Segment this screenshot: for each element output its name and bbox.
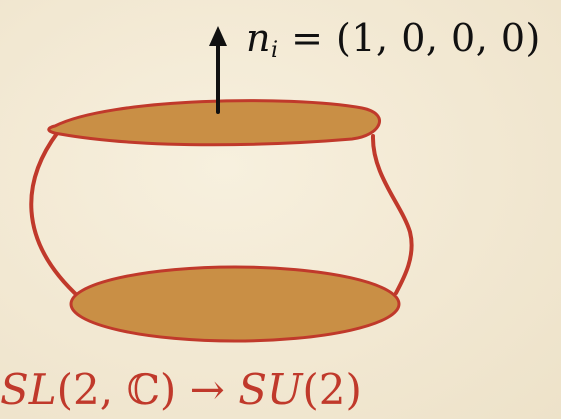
group-map-label: SL(2, ℂ) → SU(2)	[0, 362, 362, 418]
normal-subscript: i	[270, 38, 279, 63]
normal-symbol: n	[246, 16, 271, 60]
normal-arrow-head	[209, 26, 227, 46]
normal-equation: = (1, 0, 0, 0)	[278, 16, 541, 60]
group-from: SL	[0, 365, 57, 414]
right-boundary	[370, 134, 414, 295]
normal-vector-label: ni = (1, 0, 0, 0)	[246, 14, 541, 75]
bottom-disk	[69, 265, 401, 343]
group-from-args: (2, ℂ)	[56, 365, 177, 414]
group-to: SU	[238, 365, 303, 414]
group-arrow: →	[176, 365, 239, 414]
top-disk	[47, 99, 381, 147]
group-to-args: (2)	[302, 365, 362, 414]
left-boundary	[29, 130, 82, 300]
